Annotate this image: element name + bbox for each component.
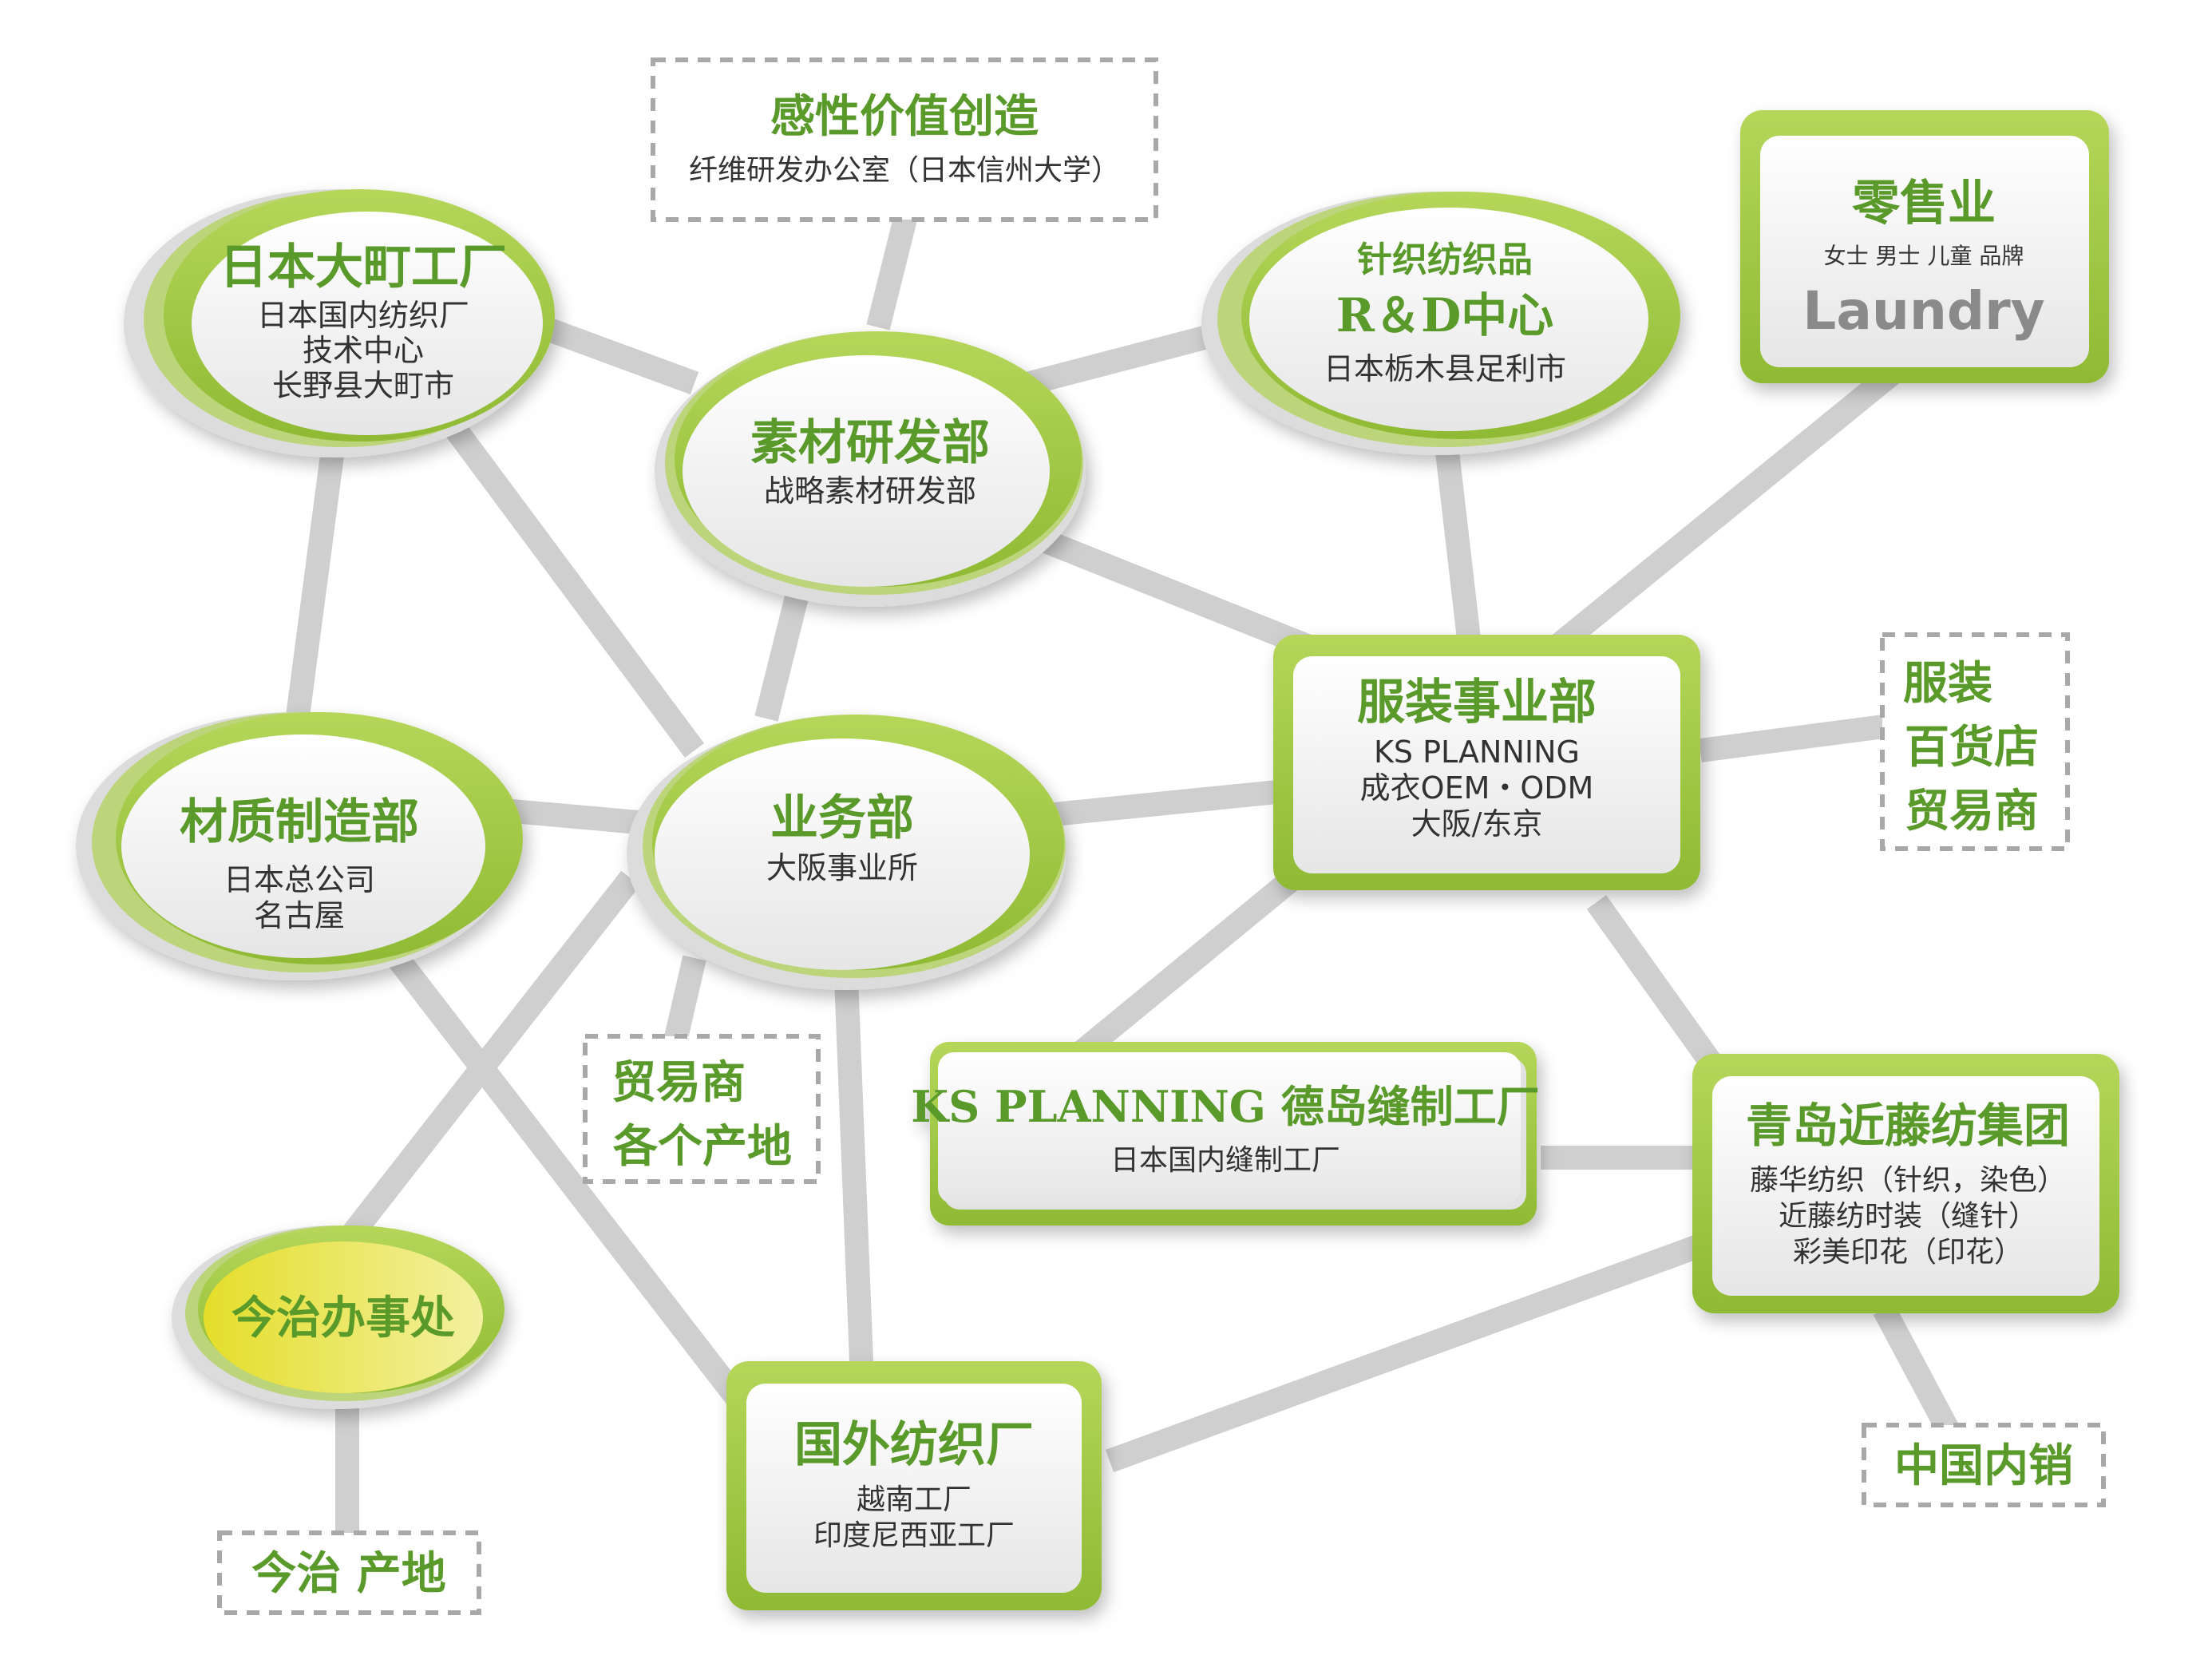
material-line-2: 名古屋	[254, 898, 345, 933]
tokushima-title: KS PLANNING 德岛缝制工厂	[911, 1081, 1539, 1132]
omachi-title: 日本大町工厂	[220, 240, 507, 295]
overseas-line-1: 越南工厂	[857, 1483, 971, 1516]
connector-sozai-apparel	[1025, 524, 1314, 658]
material-node: 材质制造部 日本总公司 名古屋	[76, 712, 523, 980]
connectors	[283, 212, 1959, 1533]
omachi-line-3: 长野县大町市	[272, 368, 454, 403]
trader-line-2: 各个产地	[613, 1120, 792, 1173]
connector-material-overseas	[382, 942, 752, 1413]
connector-qingdao-china	[1873, 1303, 1959, 1435]
retail-title: 零售业	[1852, 176, 1996, 232]
omachi-node: 日本大町工厂 日本国内纺织厂 技术中心 长野县大町市	[124, 189, 555, 457]
connector-omachi-sozai	[538, 315, 699, 395]
china-domestic-box: 中国内销	[1862, 1423, 2106, 1507]
imabari-origin-box: 今治 产地	[217, 1530, 481, 1615]
laundry-logo-text: Laundry	[1802, 280, 2044, 342]
connector-sales-overseas	[834, 977, 874, 1382]
overseas-node: 国外纺织厂 越南工厂 印度尼西亚工厂	[726, 1361, 1102, 1610]
omachi-line-1: 日本国内纺织厂	[257, 298, 469, 333]
rnd-node: 针织纺织品 R＆D中心 日本栃木县足利市	[1201, 192, 1680, 455]
qingdao-line-1: 藤华纺织（针织，染色）	[1750, 1164, 2066, 1197]
laundry-logo-icon: Laundry	[1802, 280, 2044, 342]
qingdao-line-2: 近藤纺时装（缝针）	[1779, 1200, 2037, 1233]
connector-sozai-rnd	[1027, 323, 1217, 395]
material-title: 材质制造部	[180, 794, 419, 850]
rnd-line-1: 日本栃木县足利市	[1324, 351, 1566, 386]
kansei-box: 感性价值创造 纤维研发办公室（日本信州大学）	[651, 57, 1158, 222]
retail-line-1: 女士 男士 儿童 品牌	[1824, 243, 2024, 269]
kansei-title: 感性价值创造	[770, 90, 1039, 143]
apparel-line-1: KS PLANNING	[1374, 735, 1580, 770]
sozai-title: 素材研发部	[750, 415, 990, 471]
retail-node: 零售业 女士 男士 儿童 品牌 Laundry	[1740, 110, 2109, 383]
qingdao-node: 青岛近藤纺集团 藤华纺织（针织，染色） 近藤纺时装（缝针） 彩美印花（印花）	[1692, 1054, 2119, 1313]
kansei-line-1: 纤维研发办公室（日本信州大学）	[689, 154, 1120, 187]
clients-line-3: 贸易商	[1905, 785, 2039, 837]
tokushima-node: KS PLANNING 德岛缝制工厂 日本国内缝制工厂	[911, 1042, 1540, 1226]
sales-node: 业务部 大阪事业所	[627, 715, 1066, 990]
connector-apparel-clients	[1699, 715, 1886, 762]
apparel-line-2: 成衣OEM・ODM	[1360, 770, 1594, 806]
rnd-title: R＆D中心	[1336, 288, 1554, 343]
sales-line-1: 大阪事业所	[766, 850, 918, 885]
overseas-line-2: 印度尼西亚工厂	[813, 1519, 1015, 1552]
apparel-line-3: 大阪/东京	[1411, 806, 1543, 841]
china-domestic-title: 中国内销	[1894, 1439, 2073, 1492]
connector-apparel-tokushima	[1062, 869, 1301, 1071]
connector-rnd-apparel	[1433, 430, 1481, 640]
connector-omachi-sales	[429, 400, 705, 758]
overseas-title: 国外纺织厂	[794, 1417, 1034, 1473]
clients-line-1: 服装	[1903, 657, 1992, 710]
clients-line-2: 百货店	[1905, 721, 2039, 774]
sozai-node: 素材研发部 战略素材研发部	[655, 331, 1086, 607]
rnd-title-top: 针织纺织品	[1357, 240, 1533, 280]
material-line-1: 日本总公司	[224, 862, 375, 897]
trader-origin-box: 贸易商 各个产地	[583, 1034, 821, 1184]
trader-line-1: 贸易商	[611, 1056, 746, 1109]
apparel-clients-box: 服装 百货店 贸易商	[1880, 632, 2070, 851]
qingdao-title: 青岛近藤纺集团	[1746, 1099, 2070, 1153]
connector-kansei-sozai	[866, 212, 918, 331]
qingdao-line-3: 彩美印花（印花）	[1793, 1236, 2023, 1269]
imabari-office-node: 今治办事处	[172, 1226, 505, 1409]
connector-sales-apparel	[1052, 778, 1295, 826]
connector-omachi-material	[283, 430, 347, 736]
connector-material-sales	[501, 798, 640, 834]
connector-retail-apparel	[1549, 358, 1908, 656]
apparel-node: 服装事业部 KS PLANNING 成衣OEM・ODM 大阪/东京	[1273, 635, 1700, 890]
sales-title: 业务部	[770, 790, 914, 846]
connector-overseas-qingdao	[1105, 1233, 1705, 1473]
tokushima-line-1: 日本国内缝制工厂	[1110, 1144, 1340, 1177]
apparel-title: 服装事业部	[1357, 675, 1597, 731]
imabari-office-title: 今治办事处	[231, 1292, 455, 1344]
sozai-line-1: 战略素材研发部	[764, 473, 976, 509]
omachi-line-2: 技术中心	[303, 333, 424, 368]
connector-apparel-qingdao	[1586, 895, 1727, 1077]
imabari-origin-title: 今治 产地	[251, 1547, 446, 1600]
